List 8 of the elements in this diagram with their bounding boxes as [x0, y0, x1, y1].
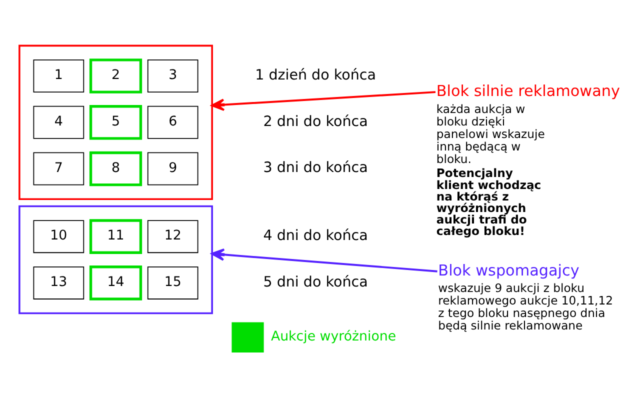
- label: 5 dni do końca: [263, 274, 368, 290]
- label: 3 dni do końca: [263, 160, 368, 176]
- legend-label: Aukcje wyróżnione: [270, 329, 396, 344]
- label: 1 dzień do końca: [255, 67, 376, 84]
- node-text: Blok wspomagajcy wskazuje 9 aukcji z bloku reklamowego aukcje 10,11,12 z tego bloku nasępnego dnia będą silnie reklamowane: [438, 261, 613, 333]
- label: 2 dni do końca: [263, 114, 368, 130]
- node-text: Blok silnie reklamowany każda aukcja w bloku dzięki panelowi wskazuje inną będącą w bloku. Potencjalny klient wchodząc na którąś z wyróżnionych aukcji trafi do całego bloku!: [436, 82, 620, 238]
- label: 4 dni do końca: [263, 228, 368, 244]
